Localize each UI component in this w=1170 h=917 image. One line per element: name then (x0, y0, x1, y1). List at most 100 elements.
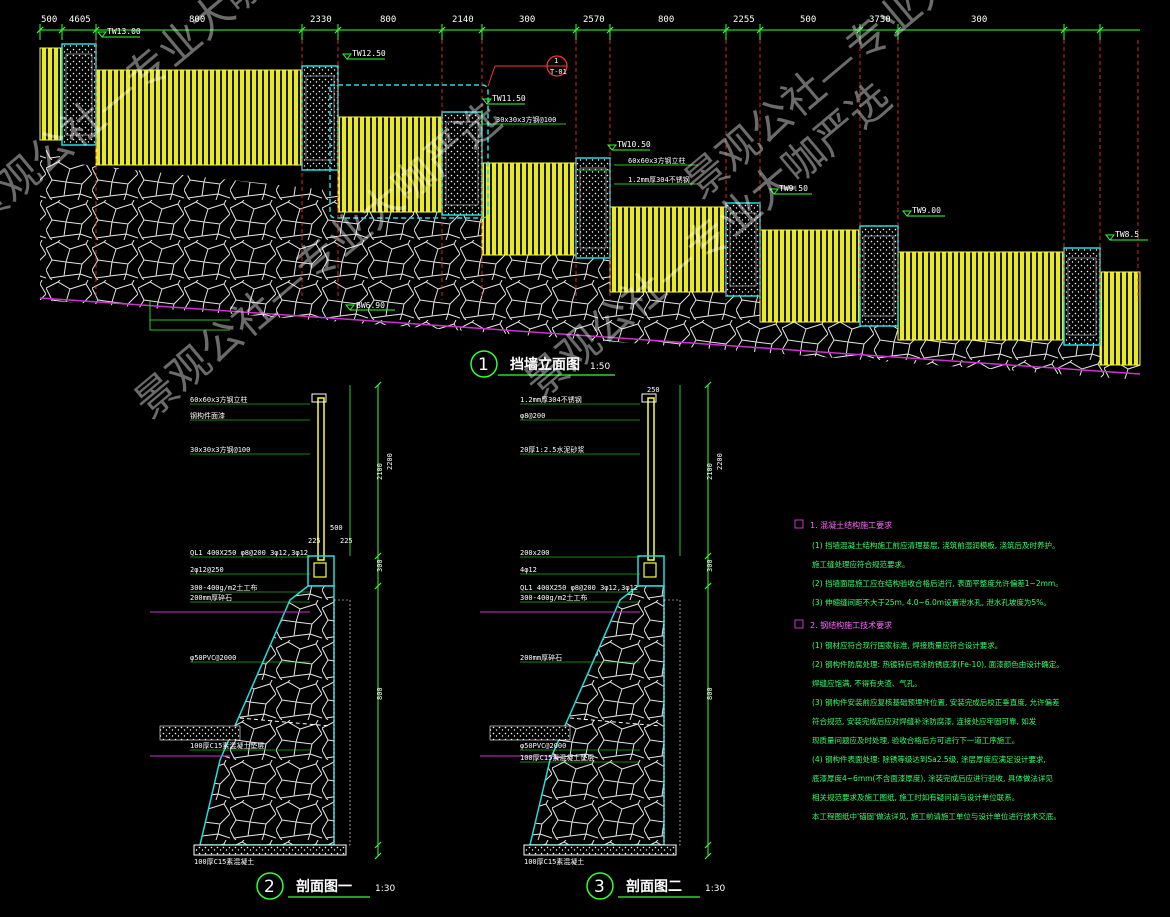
ground-level-label: BW6.90 (356, 301, 385, 310)
dimension-slash (856, 26, 864, 34)
pillar-core-outline (445, 121, 479, 206)
section-dim-tick (704, 552, 712, 560)
section-dim-tick (704, 582, 712, 590)
fence-panel (95, 69, 303, 166)
section-dimension: 2200 (716, 453, 724, 470)
note-item: (1) 钢材应符合现行国家标准, 焊接质量应符合设计要求。 (812, 640, 1002, 650)
section-dimension: 300 (376, 559, 384, 572)
detail-tag-number: 1 (554, 57, 558, 65)
section-label: QL1 400X250 φ8@200 3φ12,3φ12 (520, 584, 638, 592)
section-label: 100厚C15素混凝土垫层 (520, 753, 594, 762)
section-label: 300-400g/m2土工布 (520, 593, 587, 602)
finished-ground-line (39, 297, 1141, 375)
rebar-cage (643, 562, 657, 578)
note-item: 本工程图纸中'锚固'做法详见, 施工前请施工单位与设计单位进行技术交底。 (812, 811, 1061, 821)
section-dim-tick (704, 841, 712, 849)
level-marker (96, 31, 140, 38)
section-title-number: 2 (264, 877, 275, 897)
section-dimension: 2100 (376, 463, 384, 480)
level-label: TW12.50 (352, 49, 386, 58)
dimension-slash (334, 26, 342, 34)
section-dim-tick (704, 852, 712, 860)
top-dimension-label: 4605 (69, 15, 91, 25)
section-dim-tick (374, 552, 382, 560)
drain-pipe (239, 717, 331, 727)
stone-pillar (61, 43, 97, 146)
drain-pipe (569, 717, 661, 727)
post-cap (311, 393, 327, 403)
gravel-backfill (663, 599, 681, 846)
steel-post (647, 397, 655, 561)
top-dimension-label: 2255 (733, 15, 755, 25)
section-label: 300-400g/m2土工布 (190, 583, 257, 592)
note-item: (2) 挡墙面层施工应在结构验收合格后进行, 表面平整度允许偏差1~2mm。 (812, 578, 1063, 588)
title-circle-1 (470, 350, 498, 378)
note-item: 现质量问题应及时处理, 验收合格后方可进行下一道工序施工。 (812, 735, 1019, 745)
pillar-core-outline (863, 235, 895, 317)
section-title-number: 3 (594, 877, 605, 897)
level-label: TW9.00 (912, 206, 941, 215)
top-dimension-label: 2330 (310, 15, 332, 25)
note-item: (2) 钢构件防腐处理: 热镀锌后喷涂防锈底漆(Fe-10), 面漆颜色由设计确… (812, 659, 1064, 669)
section-label: 200mm厚碎石 (190, 593, 232, 602)
section-dim-tick (374, 381, 382, 389)
dimension-slash (298, 26, 306, 34)
footing-label: 100厚C15素混凝土 (194, 857, 254, 866)
section-label: 100厚C15素混凝土垫层 (190, 741, 264, 750)
dimension-slash (478, 26, 486, 34)
section-dim-tick (704, 381, 712, 389)
footing-label: 100厚C15素混凝土 (524, 857, 584, 866)
gravel-backfill (333, 599, 351, 846)
section-title-scale: 1:30 (705, 884, 725, 894)
detail-tag-sheet: T-01 (550, 68, 567, 76)
level-marker (606, 144, 650, 151)
dimension-slash (36, 26, 44, 34)
level-marker (901, 210, 945, 217)
pillar-core-outline (729, 212, 757, 287)
top-dimension-label: 800 (189, 15, 205, 25)
title-number-1: 1 (478, 355, 489, 375)
stone-pillar (859, 225, 899, 327)
dimension-slash (58, 26, 66, 34)
section-dimension: 300 (706, 559, 714, 572)
ground-paving (489, 725, 571, 741)
section-label: 1.2mm厚304不锈钢 (520, 395, 582, 404)
section-label: 2φ12@250 (190, 566, 224, 574)
section-dimension: 2200 (386, 453, 394, 470)
leader-line (149, 300, 230, 331)
stone-pillar (441, 111, 483, 216)
ground-paving (159, 725, 241, 741)
section-label: 钢构件面漆 (190, 411, 225, 420)
note-item: (1) 挡墙混凝土结构施工前应清理基层, 浇筑前湿润模板, 浇筑后及时养护。 (812, 540, 1060, 550)
section-dimension: 800 (706, 687, 714, 700)
section-label: 30x30x3方钢@100 (190, 445, 250, 454)
note-item: (3) 伸缩缝间距不大于25m, 4.0~6.0m设置泄水孔, 泄水孔坡度为5%… (812, 597, 1051, 607)
dimension-slash (894, 26, 902, 34)
detail-callout-boundary (329, 84, 489, 219)
note-item: 符合规范, 安装完成后应对焊缝补涂防腐漆, 连接处应牢固可靠, 如发 (812, 716, 1037, 726)
section-dim-tick (374, 582, 382, 590)
note-item: 焊缝应饱满, 不得有夹渣、气孔。 (812, 678, 922, 688)
callout-label: 60x60x3方钢立柱 (628, 156, 686, 165)
level-marker (768, 188, 812, 195)
section-title-text: 剖面图二 (626, 878, 682, 895)
pillar-core-outline (1067, 257, 1097, 336)
section-dimension: 225 (340, 537, 353, 545)
ground-level-marker (344, 304, 395, 311)
note-item: 相关规范要求及施工图纸, 施工时如有疑问请与设计单位联系。 (812, 792, 1019, 802)
post-cap (641, 393, 657, 403)
rebar-cage (313, 562, 327, 578)
section-label: 60x60x3方钢立柱 (190, 395, 248, 404)
fence-panel (609, 206, 727, 293)
note-heading: 2. 钢结构施工技术要求 (810, 620, 892, 630)
pillar-core-outline (65, 53, 93, 136)
top-dimension-label: 3730 (869, 15, 891, 25)
title-text-1: 挡墙立面图 (510, 356, 580, 373)
level-label: TW10.50 (617, 140, 651, 149)
top-dimension-label: 500 (41, 15, 57, 25)
note-item: (3) 钢构件安装前应复核基础预埋件位置, 安装完成后校正垂直度, 允许偏差 (812, 697, 1060, 707)
stone-pillar (575, 157, 611, 259)
note-item: (4) 钢构件表面处理: 除锈等级达到Sa2.5级, 涂层厚度应满足设计要求, (812, 754, 1046, 764)
